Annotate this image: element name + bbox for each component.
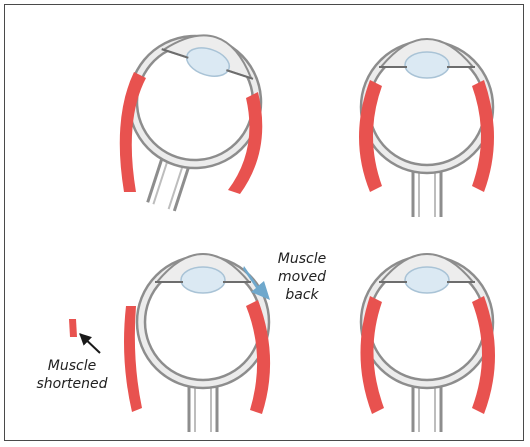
muscle-moved-back-label: Muscle moved back — [262, 250, 342, 304]
shortened-arrow — [80, 334, 100, 353]
muscle-shortened-label: Muscle shortened — [22, 357, 122, 393]
detached-muscle-fragment — [69, 319, 77, 337]
eye-top-right — [361, 39, 493, 217]
eye-bottom-left — [137, 254, 269, 432]
